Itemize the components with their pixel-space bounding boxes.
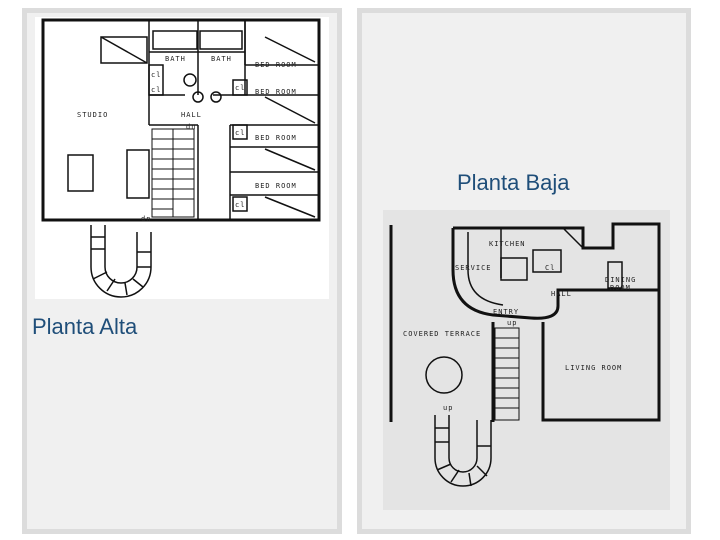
covered-terrace-label: COVERED TERRACE bbox=[403, 330, 481, 338]
upper-outer-wall bbox=[41, 18, 321, 222]
entry-label: ENTRY bbox=[493, 308, 519, 316]
up-label-1: up bbox=[507, 319, 517, 327]
bath-left-label: BATH bbox=[165, 55, 186, 63]
dining-label-line2: ROOM bbox=[610, 284, 631, 292]
ground-floor-plan: KITCHEN SERVICE Cl DINING ROOM HALL ENTR… bbox=[383, 210, 670, 510]
dn-1-label: dn bbox=[186, 123, 196, 131]
upper-floor-caption: Planta Alta bbox=[32, 314, 138, 339]
upper-floor-plan: STUDIO BATH BATH HALL BED ROOM BED ROOM … bbox=[35, 17, 329, 299]
living-outer-wall bbox=[451, 228, 661, 422]
cl-1-label: cl bbox=[151, 71, 161, 79]
bed-room-1-label: BED ROOM bbox=[255, 61, 297, 69]
up-label-2: up bbox=[443, 404, 453, 412]
upper-floor-drawing: STUDIO BATH BATH HALL BED ROOM BED ROOM … bbox=[41, 18, 321, 298]
service-label: SERVICE bbox=[455, 264, 492, 272]
bed-room-3-label: BED ROOM bbox=[255, 134, 297, 142]
kitchen-label: KITCHEN bbox=[489, 240, 526, 248]
ground-floor-drawing: KITCHEN SERVICE Cl DINING ROOM HALL ENTR… bbox=[389, 222, 661, 487]
dn-2-label: dn bbox=[141, 215, 151, 223]
studio-label: STUDIO bbox=[77, 111, 108, 119]
cl-4-label: cl bbox=[235, 129, 245, 137]
hall-label: HALL bbox=[181, 111, 202, 119]
cl-2-label: cl bbox=[151, 86, 161, 94]
hall-label: HALL bbox=[551, 290, 572, 298]
bed-room-2-label: BED ROOM bbox=[255, 88, 297, 96]
ground-floor-caption: Planta Baja bbox=[457, 170, 570, 195]
cl-5-label: cl bbox=[235, 201, 245, 209]
cl-3-label: cl bbox=[235, 84, 245, 92]
living-room-label: LIVING ROOM bbox=[565, 364, 622, 372]
bath-right-label: BATH bbox=[211, 55, 232, 63]
cl-label: Cl bbox=[545, 264, 555, 272]
bed-room-4-label: BED ROOM bbox=[255, 182, 297, 190]
dining-label-line1: DINING bbox=[605, 276, 636, 284]
